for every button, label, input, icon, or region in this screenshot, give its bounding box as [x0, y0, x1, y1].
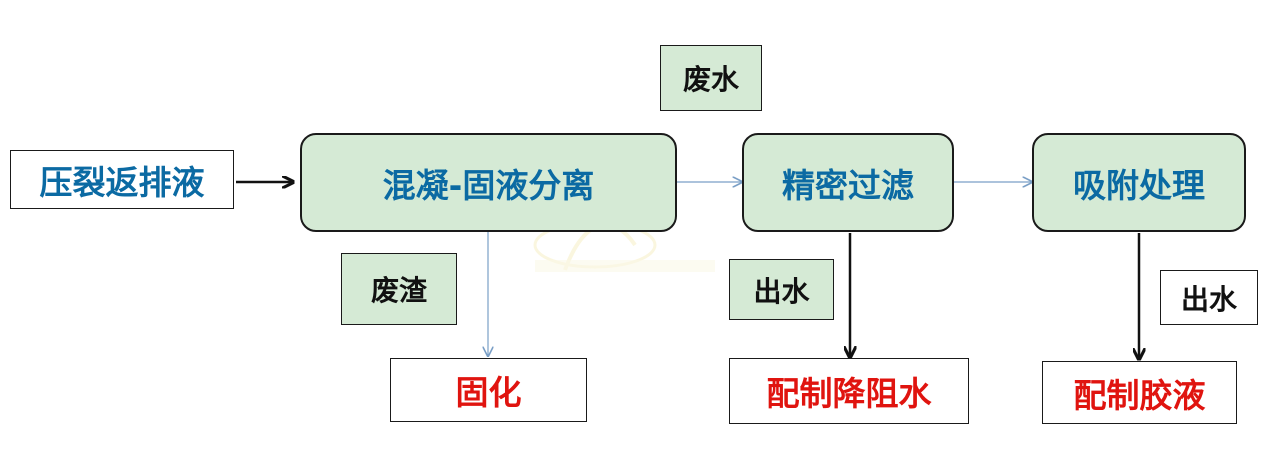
process-coagulation-label: 混凝-固液分离	[382, 165, 595, 205]
input-label: 压裂返排液	[39, 162, 205, 202]
output-solidify-label: 固化	[455, 373, 522, 412]
output-gel: 配制胶液	[1042, 361, 1237, 424]
output-drag-reducer-label: 配制降阻水	[766, 374, 932, 413]
output-gel-label: 配制胶液	[1073, 375, 1206, 415]
label-effluent-2-text: 出水	[1180, 282, 1237, 316]
label-effluent-1-text: 出水	[753, 274, 810, 308]
process-coagulation: 混凝-固液分离	[300, 133, 677, 232]
label-residue: 废渣	[341, 253, 457, 325]
process-filtration-label: 精密过滤	[782, 165, 914, 205]
label-wastewater-text: 废水	[682, 63, 739, 96]
process-filtration: 精密过滤	[742, 133, 954, 232]
input-box: 压裂返排液	[10, 150, 234, 209]
label-residue-text: 废渣	[370, 274, 427, 307]
label-effluent-2: 出水	[1160, 270, 1258, 325]
output-drag-reducer: 配制降阻水	[729, 358, 969, 424]
output-solidify: 固化	[390, 358, 587, 422]
process-adsorption-label: 吸附处理	[1073, 165, 1205, 205]
label-wastewater: 废水	[660, 45, 762, 111]
label-effluent-1: 出水	[729, 259, 834, 320]
process-adsorption: 吸附处理	[1032, 133, 1246, 232]
